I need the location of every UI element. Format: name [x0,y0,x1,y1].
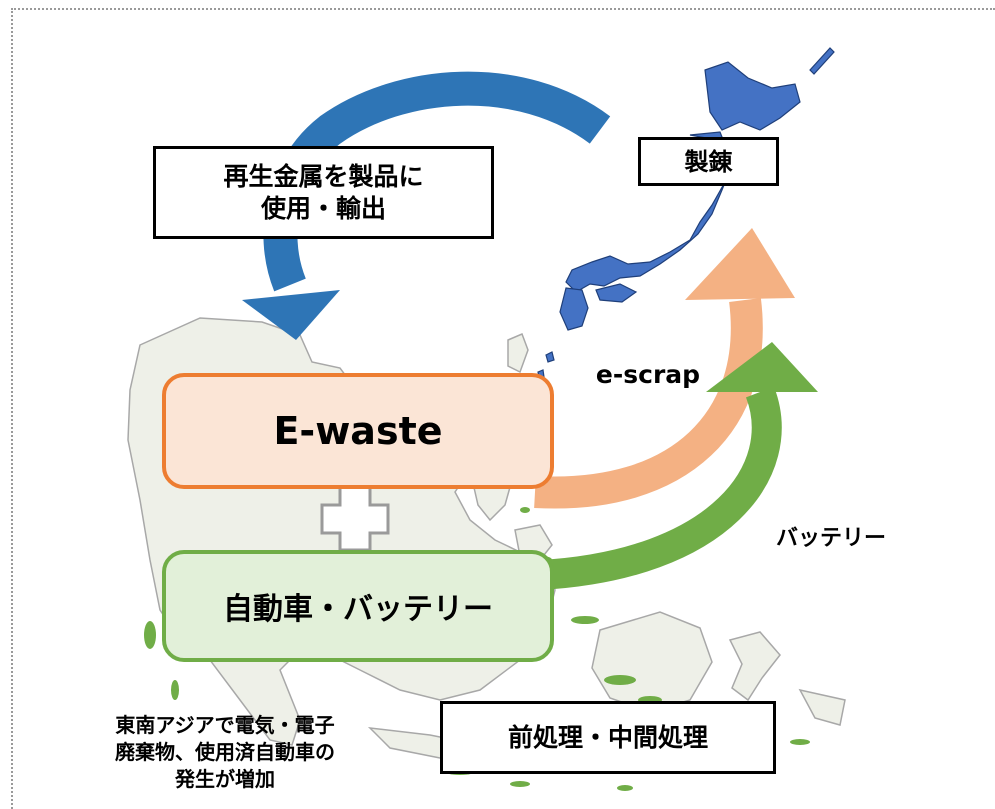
dotted-frame [11,8,995,809]
recycled-use-line2: 使用・輸出 [260,193,386,223]
shikoku [595,283,638,303]
kyushu [559,287,589,331]
recycled-use-line1: 再生金属を製品に [223,162,424,192]
recycled-use-box: 再生金属を製品に 使用・輸出 [153,146,494,239]
preprocessing-label: 前処理・中間処理 [507,722,708,752]
preprocessing-box: 前処理・中間処理 [440,701,776,774]
hokkaido [704,61,801,131]
ewaste-label: E-waste [273,409,443,453]
borneo-island [591,611,713,713]
sulawesi-island [728,631,781,702]
southeast-asia-line1: 東南アジアで電気・電子 [115,713,335,737]
smelting-label: 製錬 [684,147,733,176]
southeast-asia-line3: 発生が増加 [175,767,275,791]
taiwan-island [507,333,529,374]
green-battery-arrow [539,342,818,590]
cars-batteries-label: 自動車・バッテリー [223,592,493,627]
new-guinea-island [798,688,846,726]
orange-escrap-arrow [534,228,795,509]
honshu [565,131,733,293]
smelting-box: 製錬 [638,137,779,186]
southeast-asia-line2: 廃棄物、使用済自動車の [115,740,335,764]
ewaste-box: E-waste [162,373,554,489]
cars-batteries-box: 自動車・バッテリー [162,550,554,662]
kuril-bit [809,47,835,75]
escrap-label: e-scrap [595,360,701,389]
southeast-asia-note: 東南アジアで電気・電子 廃棄物、使用済自動車の 発生が増加 [70,712,380,793]
battery-label: バッテリー [775,526,886,551]
japan-map [537,47,835,379]
